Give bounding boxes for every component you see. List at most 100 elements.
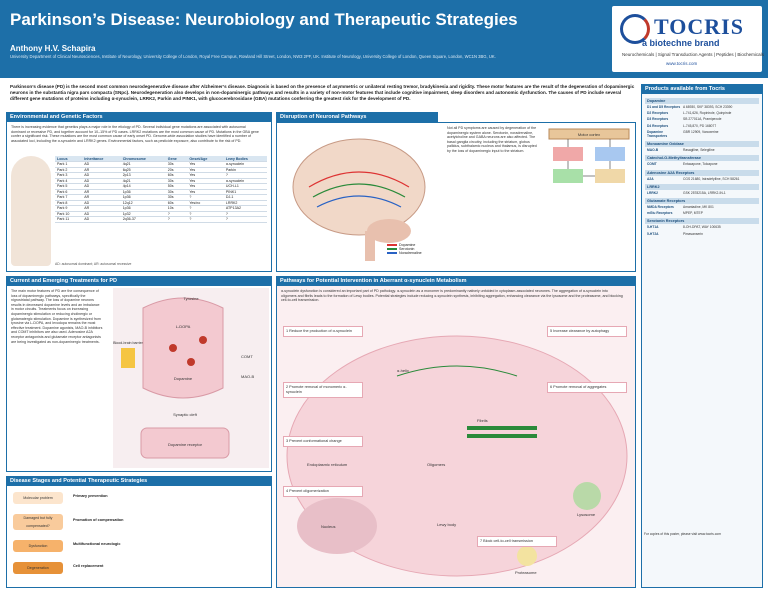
product-row[interactable]: A2A CGS 21680, Istradefylline, SCH 58261 <box>645 176 759 182</box>
product-compounds[interactable]: L-745,870, PD 168077 <box>683 123 717 128</box>
stage-damaged: Damaged but fully compensated? <box>13 514 63 530</box>
table-cell: AR <box>82 167 121 173</box>
table-cell: 1p32 <box>120 211 166 217</box>
legend-noradrenaline: Noradrenaline <box>399 251 422 255</box>
table-cell: 30s <box>165 178 188 184</box>
table-cell: LRRK2 <box>223 200 267 206</box>
table-cell: 10s <box>165 205 188 212</box>
table-cell: ? <box>223 216 267 223</box>
label-oligomers: Oligomers <box>427 462 445 467</box>
product-row[interactable]: 5-HT2A Pimavanserin <box>645 231 759 237</box>
tocris-logo[interactable]: TOCRIS a biotechne brand Neurochemicals … <box>612 6 764 72</box>
table-cell: ? <box>187 211 224 217</box>
table-cell: 50s <box>165 183 188 190</box>
product-target: COMT <box>647 162 657 167</box>
table-cell: 20s <box>165 167 188 173</box>
label-comt: COMT <box>241 354 253 359</box>
product-compounds[interactable]: CGS 21680, Istradefylline, SCH 58261 <box>683 176 740 181</box>
table-cell: ? <box>223 211 267 217</box>
label-alpha-helix: α-helix <box>397 368 409 373</box>
table-cell: Yes <box>187 189 224 195</box>
table-cell: 4q21 <box>120 178 166 184</box>
label-dopamine: Dopamine <box>174 376 193 381</box>
label-mao-b: MAO-B <box>241 374 254 379</box>
product-row[interactable]: COMT Entacapone, Tolcapone <box>645 161 759 167</box>
table-cell: ? <box>165 211 188 217</box>
product-compounds[interactable]: SB 277011A, Pramipexole <box>683 117 722 122</box>
basal-ganglia-diagram: Motor cortex <box>548 128 630 183</box>
product-compounds[interactable]: Pimavanserin <box>683 231 703 236</box>
logo-url[interactable]: www.tocris.com <box>666 61 698 66</box>
section-text: There is increasing evidence that geneti… <box>11 125 259 143</box>
motor-cortex-label: Motor cortex <box>578 132 600 137</box>
product-compounds[interactable]: A 68930, SKF 38393, SCH 23390 <box>683 105 733 109</box>
table-cell: AR <box>82 194 121 201</box>
table-cell: 60s <box>165 200 188 206</box>
poster-header: Parkinson’s Disease: Neurobiology and Th… <box>0 0 768 78</box>
table-cell: α-synuclein <box>223 161 267 168</box>
legend-serotonin: Serotonin <box>399 247 415 251</box>
label-l-dopa: L-DOPA <box>176 324 191 329</box>
table-cell: ? <box>165 216 188 223</box>
product-compounds[interactable]: GSK 2578215A, LRRK2-IN-1 <box>683 190 726 195</box>
label-dopamine-receptor: Dopamine receptor <box>168 442 203 447</box>
label-lewy-body: Lewy body <box>437 522 456 527</box>
product-compounds[interactable]: GBR 12909, Vanoxerine <box>683 129 719 134</box>
brain-diagram <box>292 138 426 261</box>
product-category: Serotonin Receptors <box>645 218 759 225</box>
section-pathways: Pathways for Potential Intervention in A… <box>276 276 636 588</box>
product-target: mGlu Receptors <box>647 211 673 216</box>
table-cell: Park 3 <box>55 172 83 179</box>
table-cell: Park 4 <box>55 178 83 184</box>
product-row[interactable]: mGlu Receptors MPEP, MTEP <box>645 210 759 216</box>
product-target: LRRK2 <box>647 190 658 195</box>
section-neuronal: Disruption of Neuronal Pathways Dopamine… <box>276 112 636 272</box>
product-compounds[interactable]: Entacapone, Tolcapone <box>683 162 718 167</box>
label-proteasome: Proteasome <box>515 570 537 575</box>
product-compounds[interactable]: 8-OH-DPAT, WAY 100635 <box>683 225 721 230</box>
label-nucleus: Nucleus <box>321 524 335 529</box>
label-er: Endoplasmic reticulum <box>307 462 348 467</box>
product-compounds[interactable]: Rasagiline, Selegiline <box>683 148 715 153</box>
table-cell: 30s <box>165 194 188 201</box>
section-text: The main motor features of PD are the co… <box>11 289 103 344</box>
product-category: Monoamine Oxidase <box>645 141 759 148</box>
strategy-replacement: Cell replacement <box>73 564 104 568</box>
product-row[interactable]: LRRK2 GSK 2578215A, LRRK2-IN-1 <box>645 190 759 196</box>
human-figure-icon <box>11 156 51 266</box>
table-cell: 4q21 <box>120 161 166 168</box>
table-cell: Park 6 <box>55 189 83 195</box>
table-cell: Parkin <box>223 167 267 173</box>
product-target: A2A <box>647 176 654 181</box>
strategy-compensation: Promotion of compensation <box>73 518 124 522</box>
sidebar-footer[interactable]: For copies of this poster, please visit … <box>644 532 721 536</box>
product-compounds[interactable]: L-741,626, Ropinirole, Quinpirole <box>683 111 732 116</box>
intervention-box: 6 Promote removal of aggregates <box>547 382 627 393</box>
product-compounds[interactable]: MPEP, MTEP <box>683 211 703 216</box>
table-header: Onset/Age <box>187 156 224 162</box>
label-fibrils: Fibrils <box>477 418 488 423</box>
product-target: 5-HT2A <box>647 231 659 236</box>
product-category: LRRK2 <box>645 183 759 190</box>
products-title: Products available from Tocris <box>641 84 763 94</box>
table-cell: Park 10 <box>55 211 83 217</box>
product-compounds[interactable]: Amantadine, MK 801 <box>683 205 714 210</box>
intervention-box: 5 Increase clearance by autophagy <box>547 326 627 337</box>
intervention-box: 1 Reduce the production of α-synuclein <box>283 326 363 337</box>
